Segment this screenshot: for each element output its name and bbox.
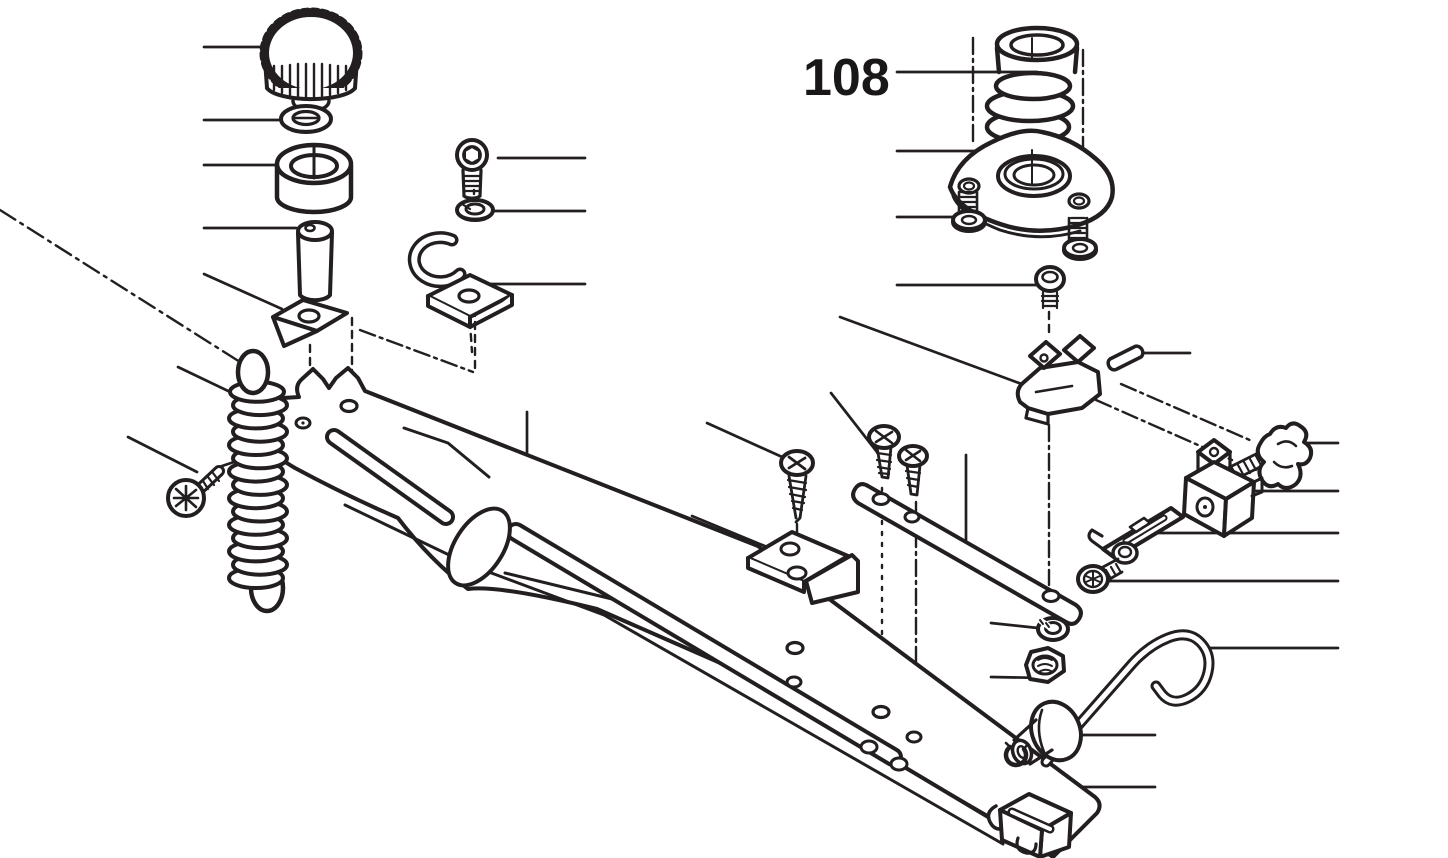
lock-washer (455, 198, 495, 222)
bellows-grommet (984, 25, 1080, 145)
collar-washer (1111, 541, 1139, 565)
pivot-stud (1010, 699, 1083, 766)
knurled-knob (259, 7, 363, 113)
pivot-block (1182, 438, 1264, 538)
wedge-block (271, 298, 349, 348)
dowel-pin (1106, 344, 1145, 372)
main-arm (256, 366, 1102, 858)
split-washer (1036, 616, 1070, 642)
c-clip (1003, 741, 1029, 768)
arm-end-block (986, 792, 1073, 858)
part-number-label: 108 (803, 49, 890, 107)
hex-nut (1024, 646, 1066, 684)
cable-clamp (1015, 334, 1102, 426)
tension-spring (227, 348, 289, 614)
socket-head-screw (455, 138, 489, 200)
roller-pin (296, 220, 334, 315)
link-strip (851, 482, 1083, 626)
flange-screw-left (951, 190, 987, 233)
flat-washer (279, 104, 333, 134)
pan-head-screw-front (867, 424, 901, 480)
pan-head-screw-rear (897, 444, 929, 497)
slotted-bushing (274, 142, 354, 215)
wire-handle (1040, 629, 1215, 768)
torx-screw (1076, 557, 1124, 594)
angle-bracket (746, 530, 860, 605)
u-clamp-bracket (407, 231, 514, 329)
small-socket-screw (1034, 265, 1066, 310)
leader-lines (126, 45, 1340, 789)
flange-screw-right (1062, 216, 1098, 261)
tapping-screw (779, 449, 815, 524)
flange-plate (947, 128, 1115, 239)
phillips-screw (166, 465, 225, 518)
